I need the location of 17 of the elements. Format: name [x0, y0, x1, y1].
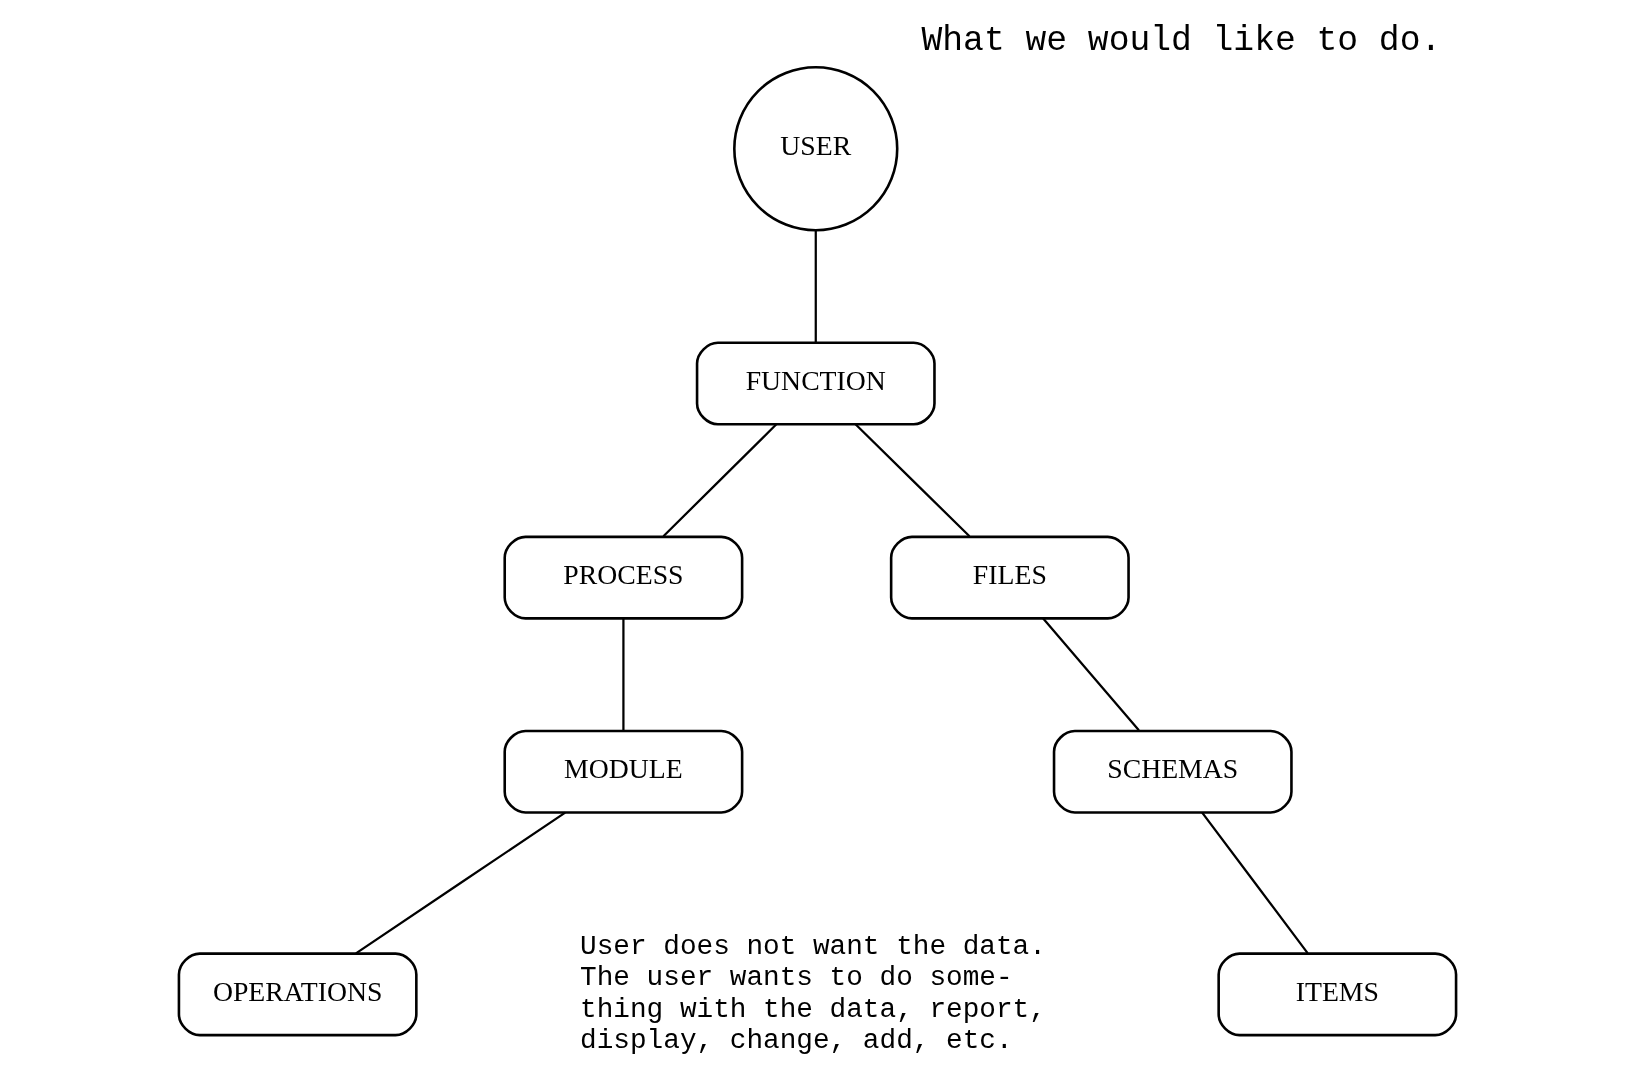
connector: [662, 423, 778, 538]
node-circle: USER: [733, 66, 899, 232]
connector: [814, 230, 817, 343]
connector: [854, 423, 971, 538]
node-box: FUNCTION: [695, 341, 936, 426]
connector: [622, 618, 625, 731]
connector: [1201, 811, 1309, 954]
node-box: ITEMS: [1217, 952, 1458, 1037]
node-box: PROCESS: [503, 535, 744, 620]
label: User does not want the data. The user wants to do some- thing with the data, report, display, change, add, etc.: [580, 931, 1046, 1056]
node-box: FILES: [889, 535, 1130, 620]
node-box: MODULE: [503, 729, 744, 814]
diagram-title: What we would like to do.: [921, 20, 1442, 60]
connector: [355, 811, 566, 955]
node-box: SCHEMAS: [1052, 729, 1293, 814]
connector: [1042, 617, 1140, 732]
node-box: OPERATIONS: [177, 952, 418, 1037]
